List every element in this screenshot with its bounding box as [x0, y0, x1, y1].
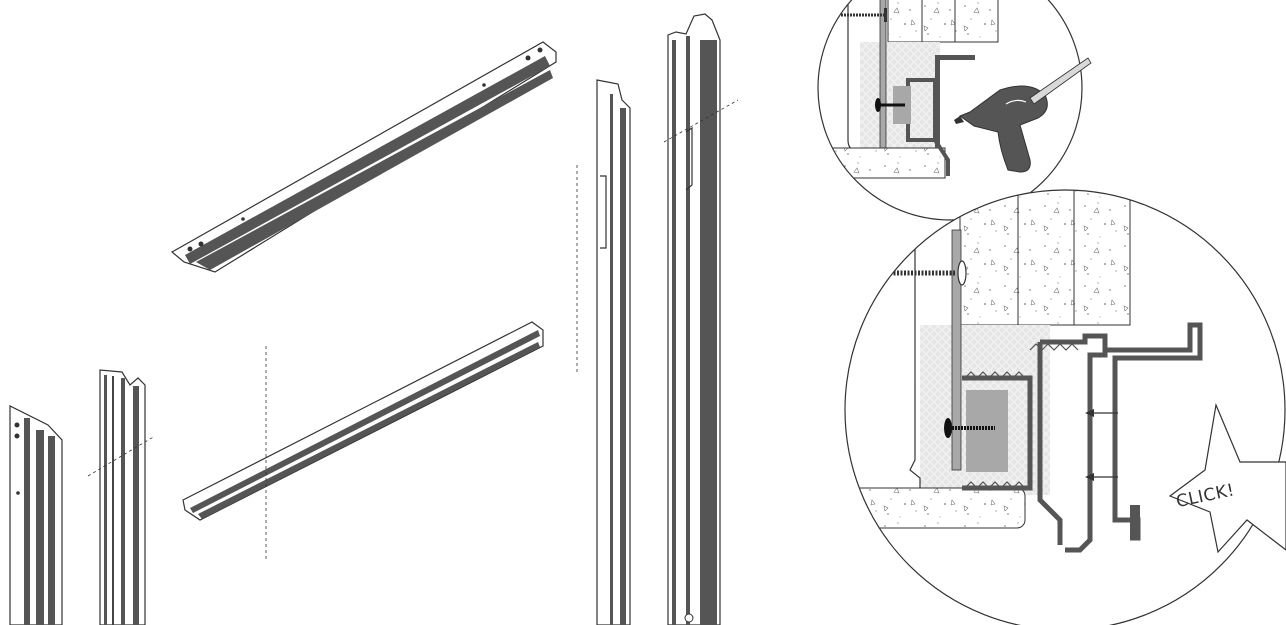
vertical-profile-narrow: [87, 369, 156, 625]
detail-circle-glue: [817, 0, 1092, 221]
screw-icon: [838, 8, 887, 22]
horizontal-rail-bottom: [182, 321, 544, 560]
detail-circle-click: [844, 189, 1286, 625]
screw-icon: [944, 418, 995, 438]
screw-icon: [890, 260, 967, 286]
arrow-left-icon: [1085, 473, 1118, 481]
click-callout: CLICK!: [1168, 402, 1286, 554]
screw-icon: [875, 98, 905, 112]
star-burst-icon: [1168, 402, 1286, 554]
horizontal-rail-top: [170, 41, 557, 273]
glue-gun-icon: [954, 57, 1092, 173]
vertical-profile-frame: [663, 13, 739, 625]
vertical-profile-tall: [576, 79, 631, 625]
vertical-profile-left: [9, 405, 63, 625]
arrow-left-icon: [1085, 409, 1118, 417]
